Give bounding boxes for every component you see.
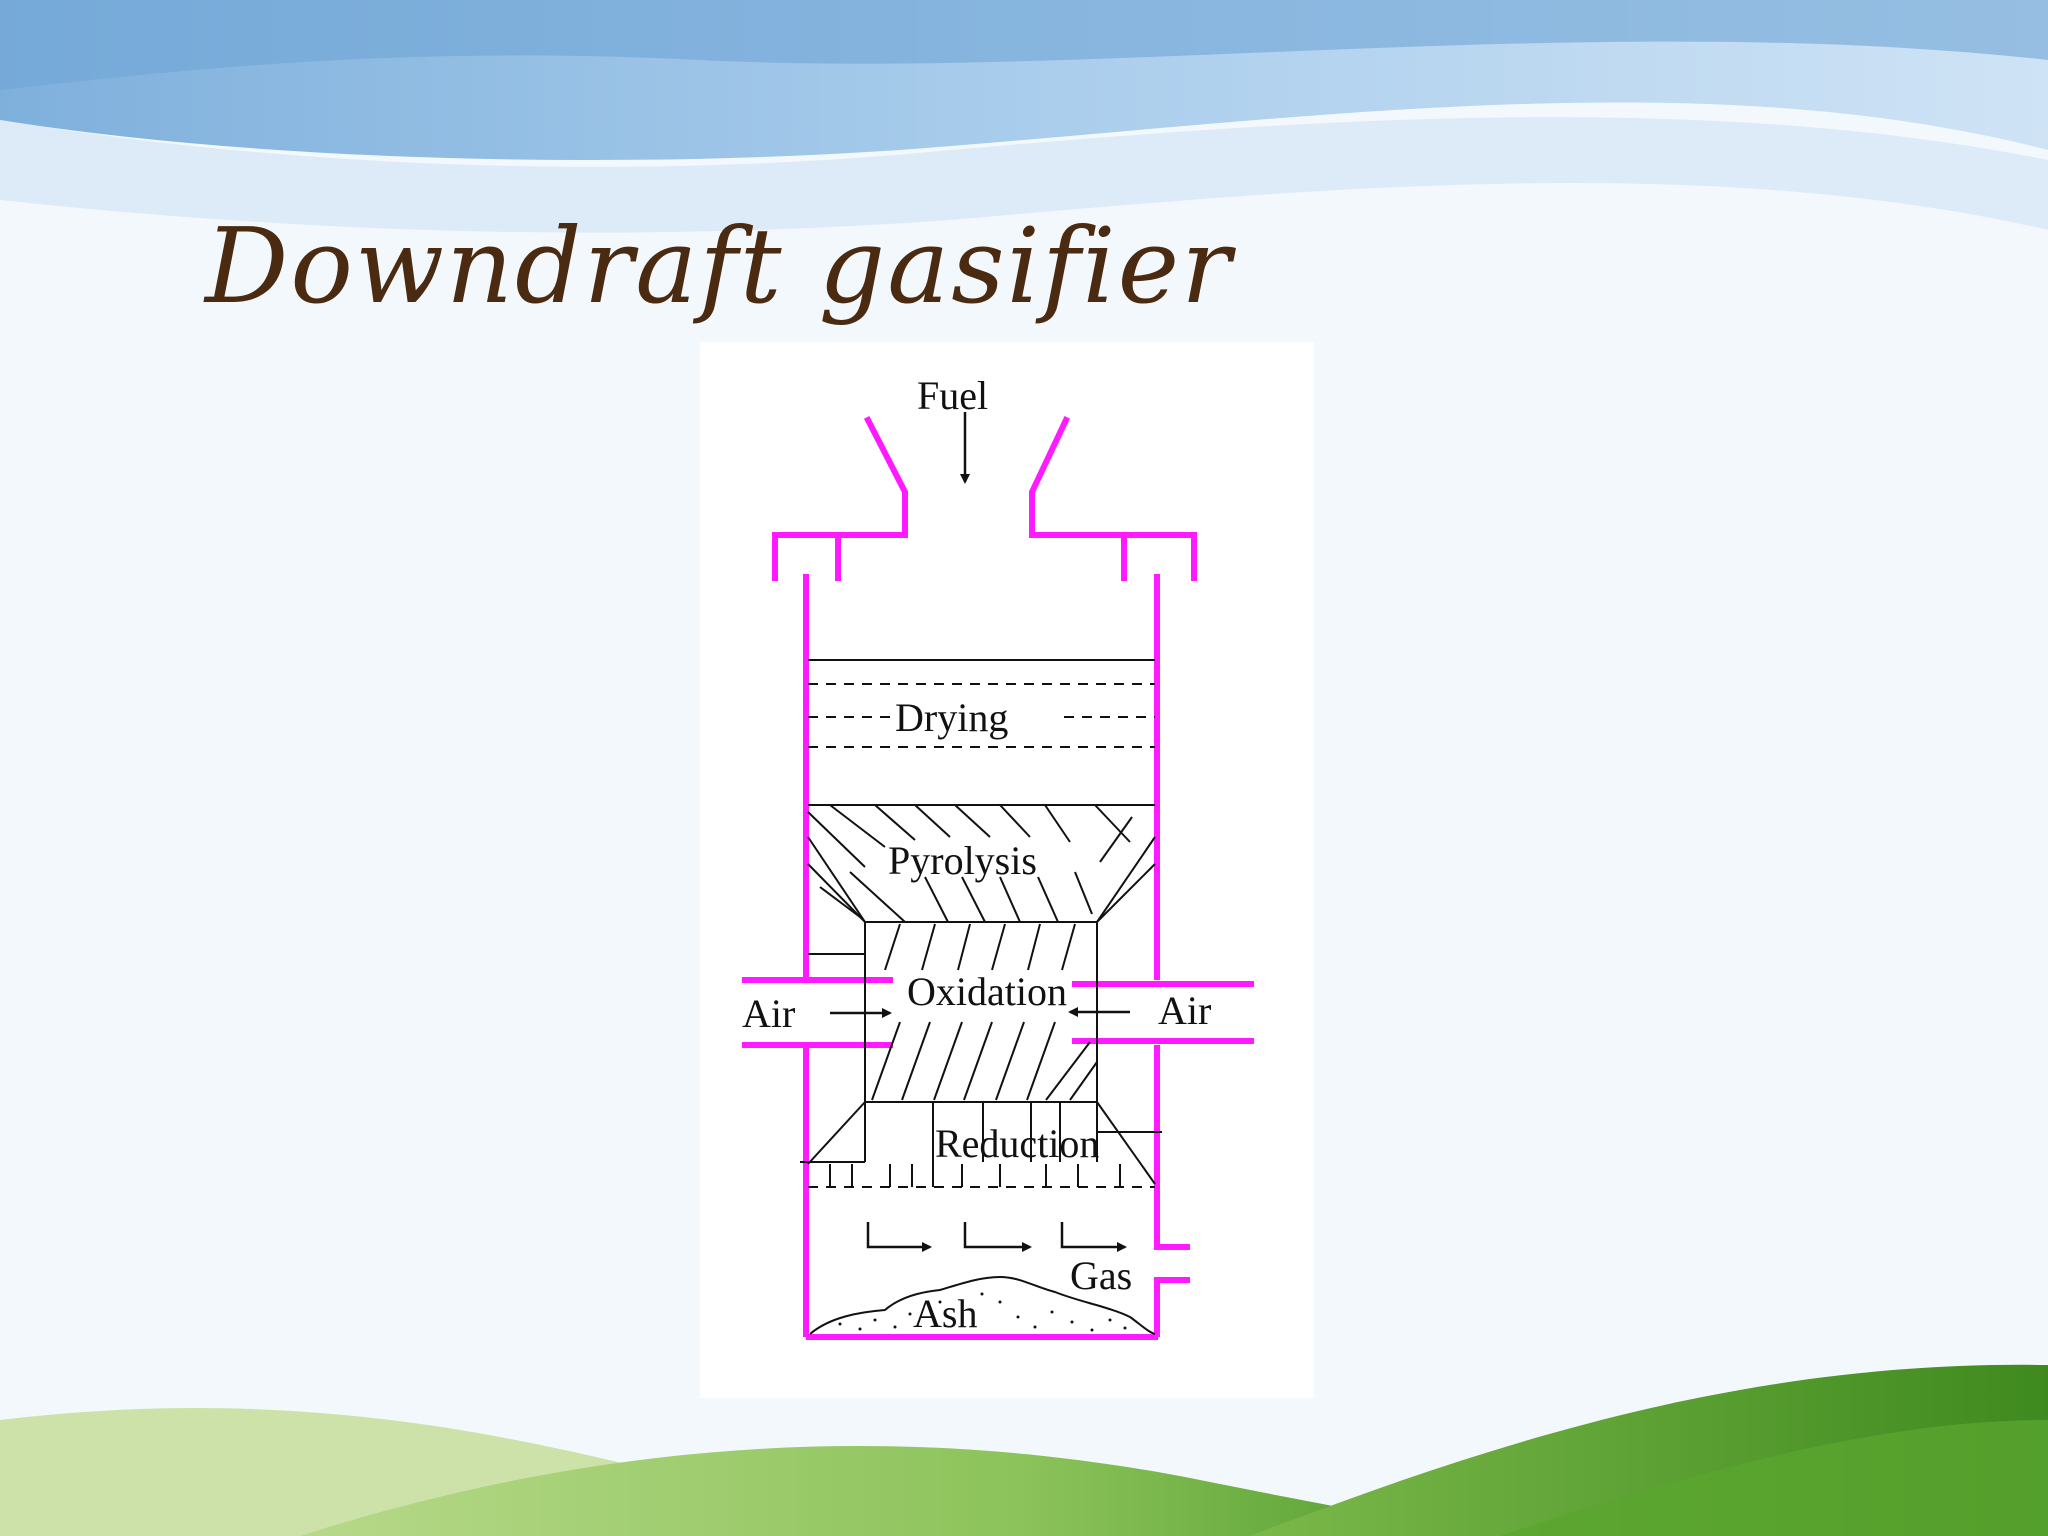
slide-title: Downdraft gasifier [205, 205, 1233, 327]
reduction-label: Reduction [935, 1121, 1099, 1166]
sky-band-3 [0, 0, 2048, 90]
ash-dots [838, 1292, 1127, 1332]
reactor-walls [742, 574, 1254, 1340]
fuel-hopper [772, 415, 1197, 581]
sky-band-2 [0, 117, 2048, 233]
hill-mid [300, 1446, 1500, 1536]
oxidation-label: Oxidation [907, 969, 1067, 1014]
gas-flow-arrows [866, 1222, 1127, 1252]
pyrolysis-label: Pyrolysis [888, 838, 1037, 883]
air-right-label: Air [1158, 988, 1211, 1033]
fuel-label: Fuel [917, 373, 988, 418]
drying-zone [808, 659, 1155, 806]
ash-pile [809, 1275, 1156, 1335]
pyrolysis-zone [807, 804, 1156, 923]
gas-label: Gas [1070, 1253, 1132, 1298]
gasifier-diagram: Fuel [742, 373, 1254, 1340]
diagram-panel: Fuel [700, 342, 1314, 1398]
ash-label: Ash [913, 1291, 977, 1336]
drying-label: Drying [895, 695, 1008, 740]
hill-right-highlight [1500, 1420, 2048, 1536]
air-left-label: Air [742, 991, 795, 1036]
reduction-zone [800, 1101, 1162, 1188]
